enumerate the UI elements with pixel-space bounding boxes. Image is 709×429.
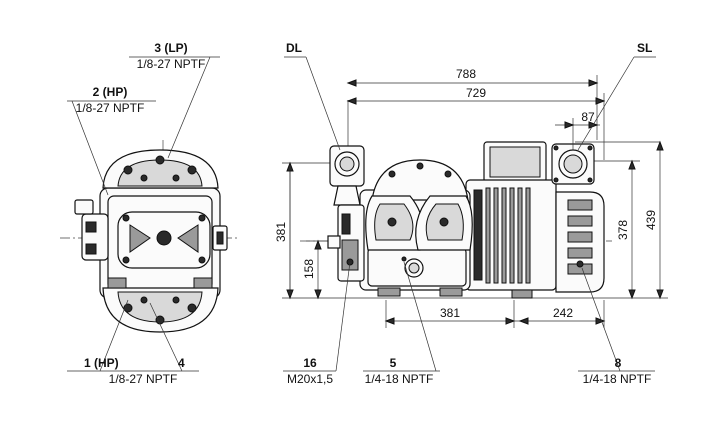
callout-4-number: 4 xyxy=(178,356,185,370)
dim-788: 788 xyxy=(455,67,477,81)
callout-3-number: 3 (LP) xyxy=(154,41,188,55)
callout-8-spec: 1/4-18 NPTF xyxy=(582,372,652,386)
callout-2-spec: 1/8-27 NPTF xyxy=(75,101,145,115)
end-view xyxy=(60,140,240,333)
callout-4-spec: 1/8-27 NPTF xyxy=(108,372,178,386)
side-view xyxy=(282,75,660,299)
dim-381-vertical: 381 xyxy=(274,221,288,243)
dl-label: DL xyxy=(286,41,302,55)
callout-5-number: 5 xyxy=(389,356,397,370)
dim-378: 378 xyxy=(616,219,630,241)
dim-729: 729 xyxy=(465,86,487,100)
callout-2-number: 2 (HP) xyxy=(92,85,128,99)
sl-label: SL xyxy=(637,41,653,55)
callout-8-number: 8 xyxy=(614,356,622,370)
callout-16-spec: M20x1,5 xyxy=(286,372,334,386)
callout-3-spec: 1/8-27 NPTF xyxy=(136,57,206,71)
dimension-lines xyxy=(286,79,668,328)
side-view-callout-leaders xyxy=(283,56,656,372)
dim-381-horizontal: 381 xyxy=(439,306,461,320)
dim-158: 158 xyxy=(302,258,316,280)
callout-5-spec: 1/4-18 NPTF xyxy=(364,372,434,386)
end-view-callout-leaders xyxy=(67,56,220,372)
dim-242: 242 xyxy=(552,306,574,320)
dim-439: 439 xyxy=(644,209,658,231)
callout-16-number: 16 xyxy=(303,356,317,370)
dim-87: 87 xyxy=(581,110,595,124)
callout-1-number: 1 (HP) xyxy=(84,356,119,370)
